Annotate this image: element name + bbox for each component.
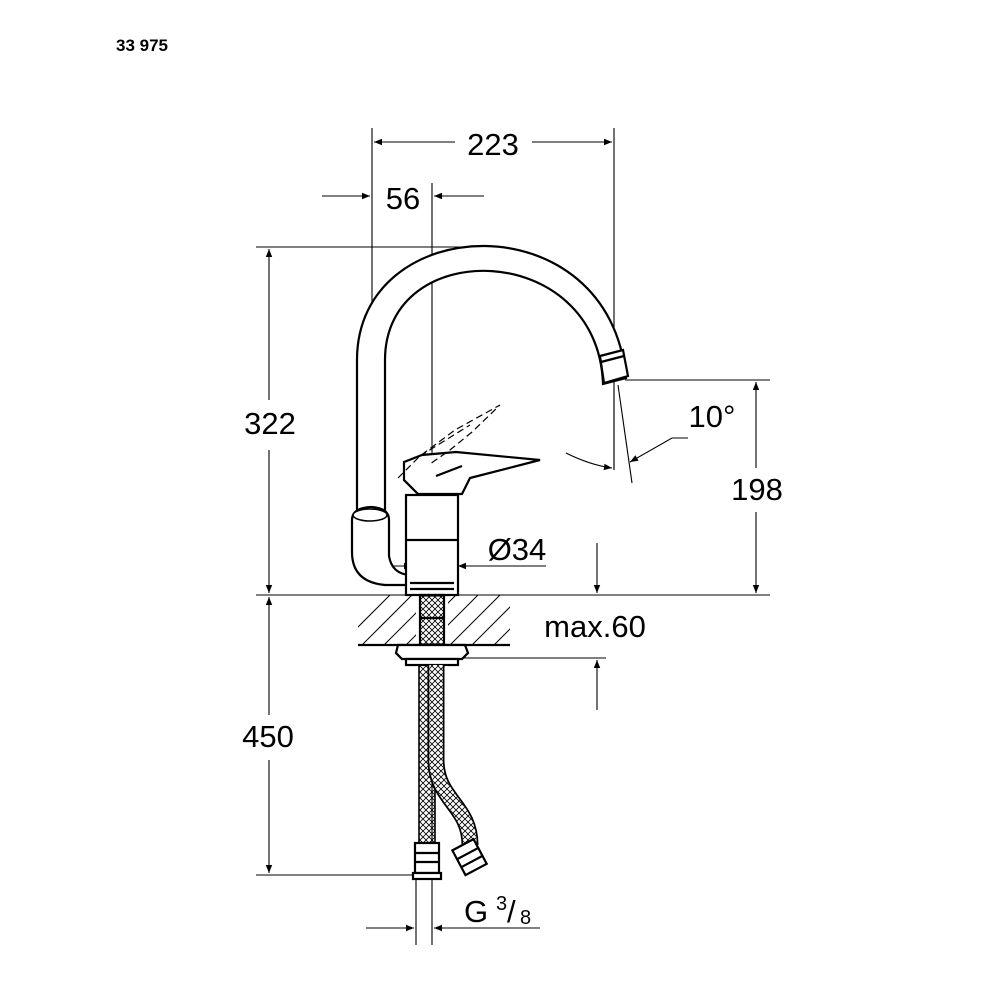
faucet-body xyxy=(397,404,541,597)
model-number: 33 975 xyxy=(116,36,168,55)
max-thickness-label: max.60 xyxy=(544,609,646,644)
dim-tilt-angle: 10° xyxy=(565,399,736,471)
dim-handle-offset: 56 xyxy=(322,181,484,216)
spout-reach-label: 223 xyxy=(467,127,519,162)
dim-max-thickness: max.60 xyxy=(544,543,646,710)
spout-height-label: 198 xyxy=(731,472,783,507)
connection-numerator: 3 xyxy=(496,893,507,915)
svg-text:/: / xyxy=(507,894,516,929)
dim-hose-length: 450 xyxy=(242,597,294,873)
faucet-spout xyxy=(350,244,630,587)
dim-connection: G 3 / 8 xyxy=(366,893,540,932)
tilt-angle-label: 10° xyxy=(689,399,736,434)
mounting-parts xyxy=(394,593,470,667)
dim-spout-reach: 223 xyxy=(374,127,612,162)
dim-total-height: 322 xyxy=(244,249,296,593)
diameter-label: Ø34 xyxy=(488,532,547,567)
supply-hoses xyxy=(411,664,489,881)
connection-prefix: G xyxy=(464,894,488,929)
dim-spout-height: 198 xyxy=(731,382,783,593)
connection-denominator: 8 xyxy=(520,907,531,929)
total-height-label: 322 xyxy=(244,406,296,441)
handle-offset-label: 56 xyxy=(386,181,420,216)
hose-length-label: 450 xyxy=(242,719,294,754)
dim-diameter: Ø34 xyxy=(370,532,547,570)
